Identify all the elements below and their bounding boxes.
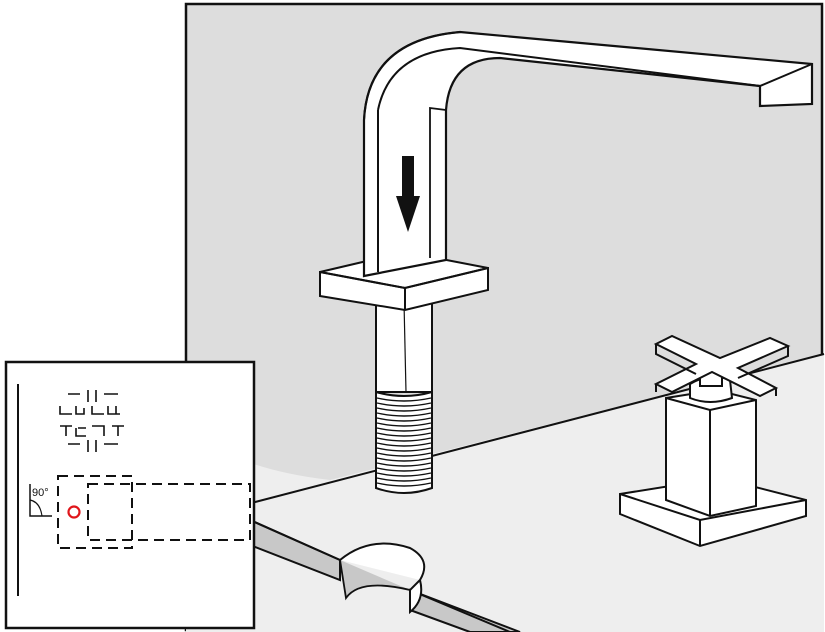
alignment-marker-icon [67,505,81,519]
install-direction-arrow-icon [396,156,420,232]
alignment-marks-icon [59,390,124,452]
inset-frame [4,360,256,630]
right-angle-indicator: 90° [29,484,52,517]
alignment-inset: 90° [4,360,256,630]
angle-label: 90° [32,487,49,499]
main-scene [184,2,825,632]
counter-hole [339,542,426,615]
counter-edge-line [249,519,511,632]
spout-body [362,30,814,278]
threaded-shank [375,301,433,494]
dashed-footprint [57,475,251,549]
counter-hole-inner [339,559,411,601]
cross-handle-valve [619,334,807,548]
